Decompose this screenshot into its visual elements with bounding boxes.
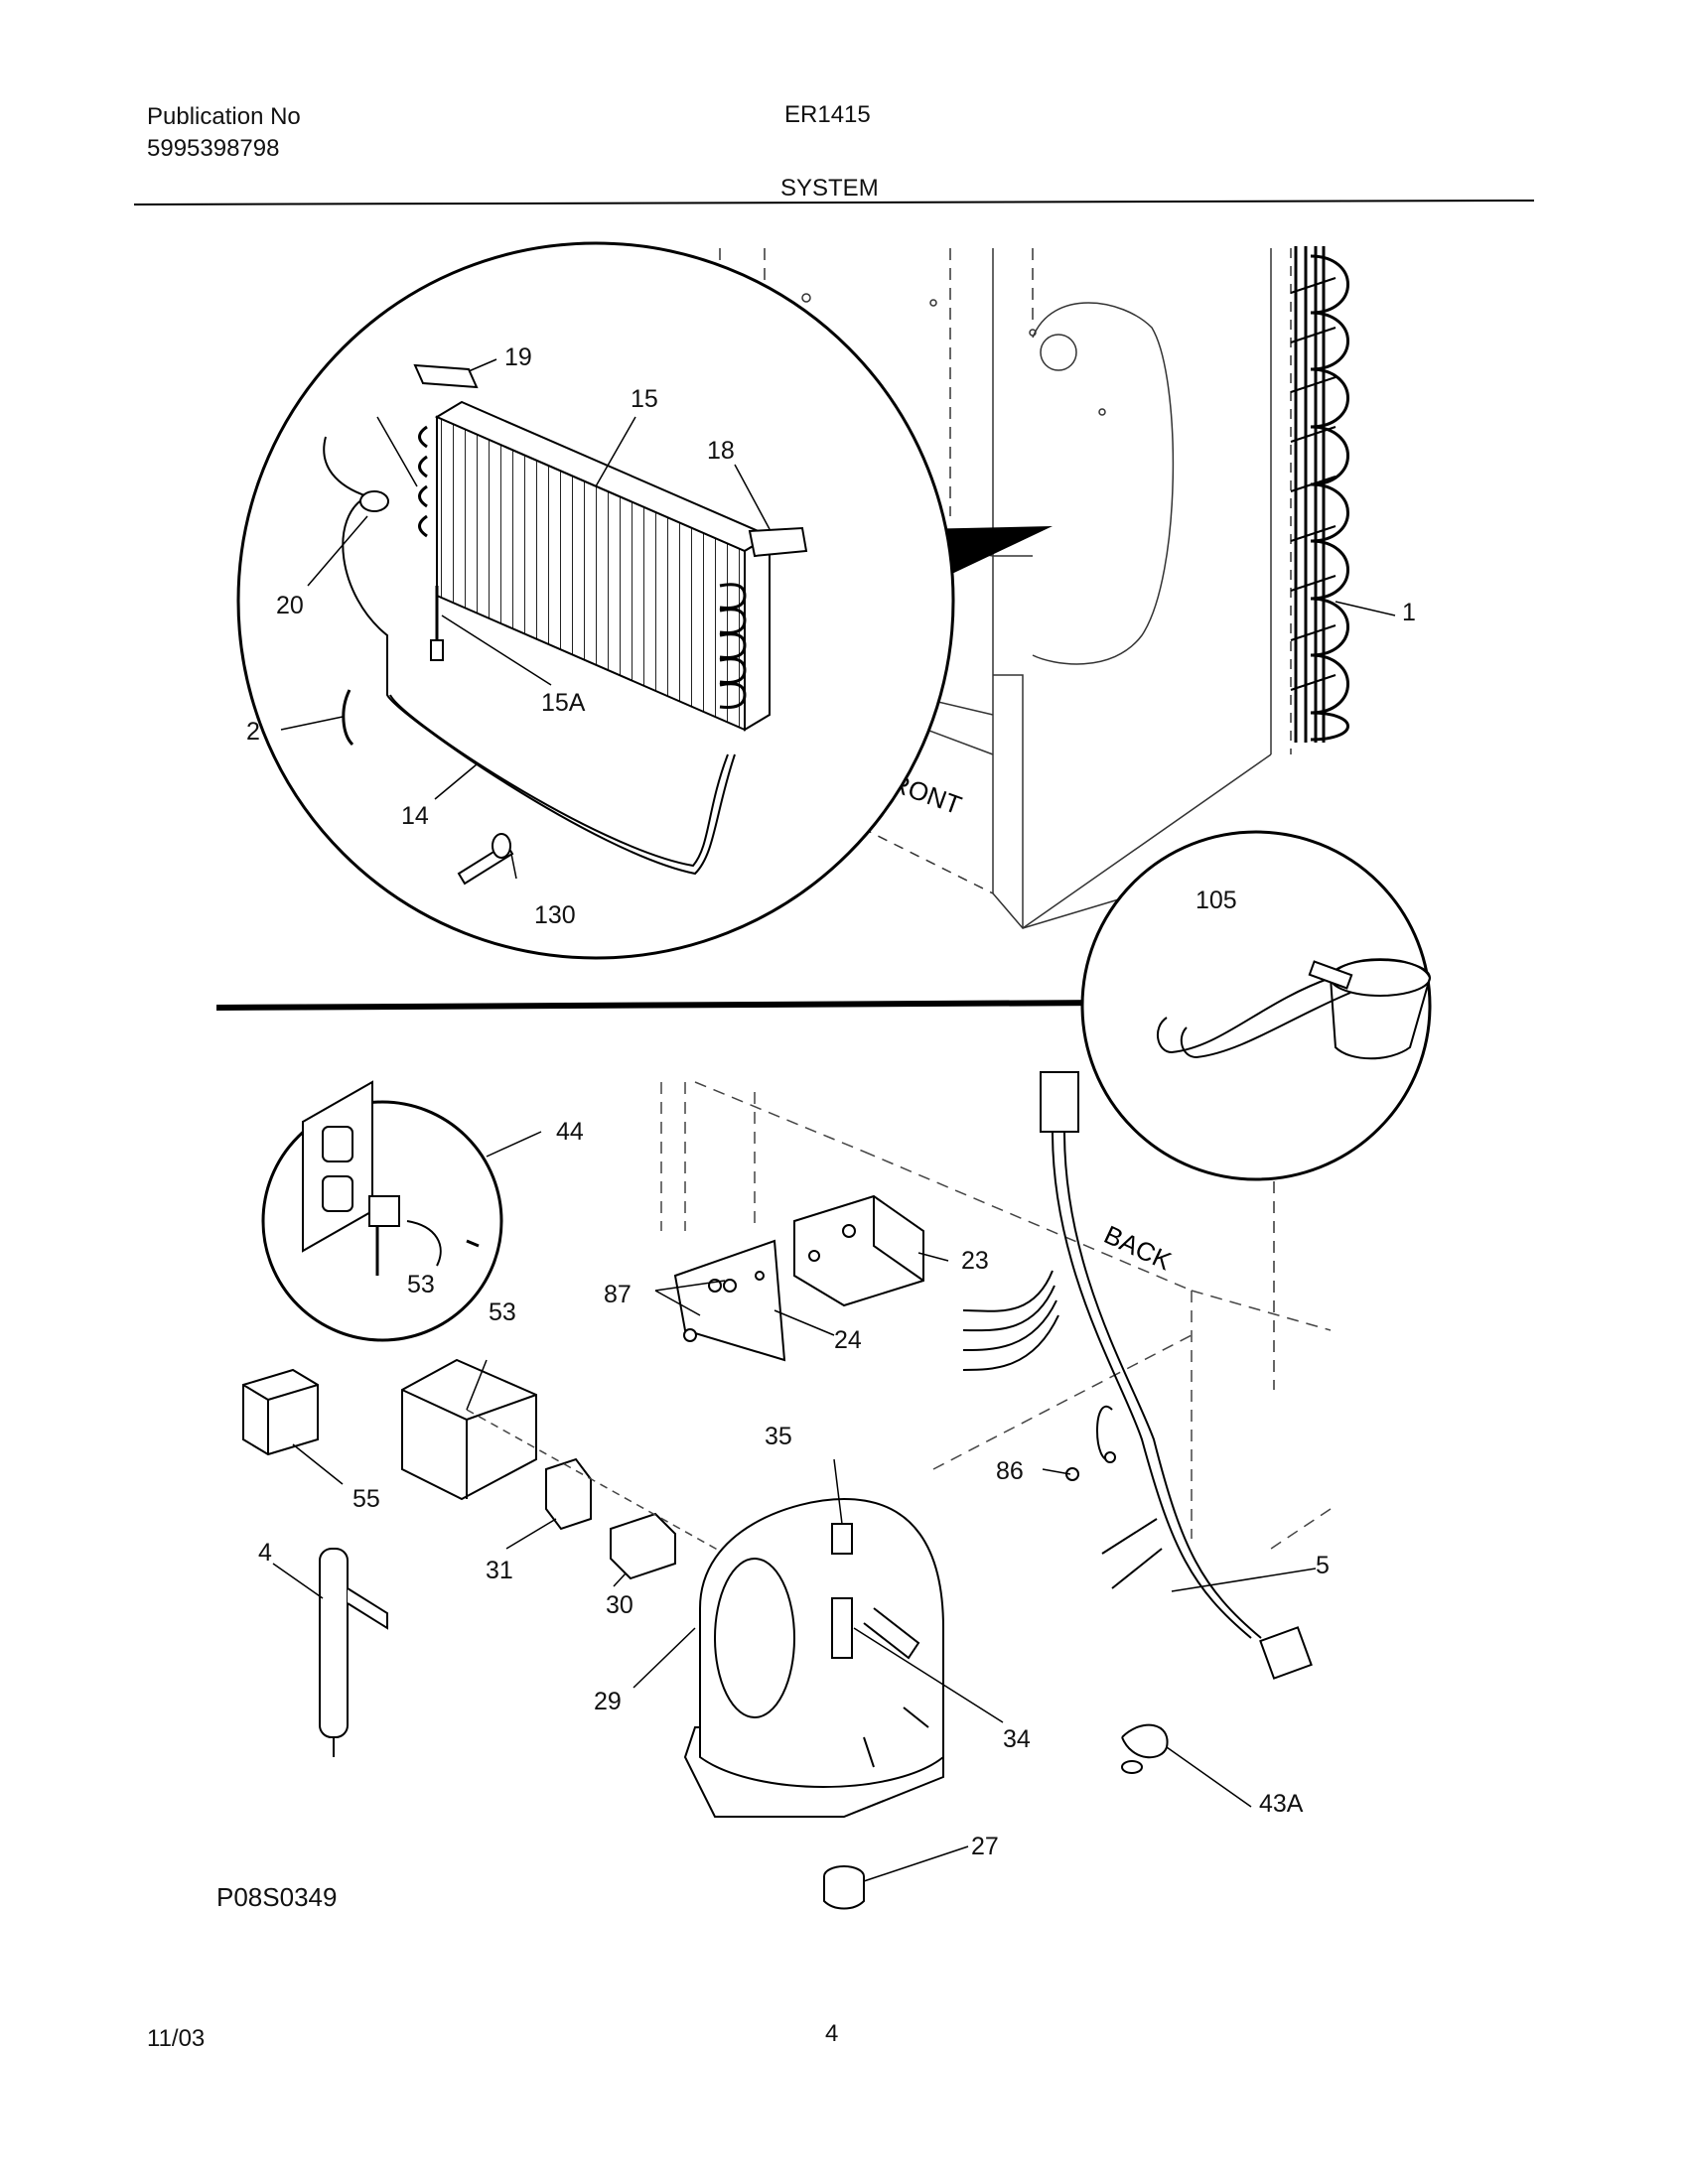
callout-labels: 19 15 18 20 15A 2 14 130 1 105 44 53 53 87 23 24 55 35 86 3… [246,343,1416,1860]
condenser-coil [1290,246,1349,743]
back-annotation: BACK [1099,1219,1176,1276]
callout-86[interactable]: 86 [996,1457,1024,1485]
part-2-clip [342,689,354,747]
callout-5[interactable]: 5 [1316,1552,1330,1579]
callout-105[interactable]: 105 [1196,887,1237,914]
callout-43A[interactable]: 43A [1259,1790,1304,1818]
timer-bracket [673,1239,786,1362]
clamp-43A [1121,1723,1169,1774]
drier-4 [319,1548,388,1757]
cabinet-back-outline [660,1081,1332,1550]
part-18-cover [748,526,808,558]
grommet-27 [823,1865,865,1910]
section-title: SYSTEM [780,175,879,202]
compressor-29 [683,1497,944,1818]
thermostat-bulb [359,490,389,512]
callout-15A[interactable]: 15A [541,689,586,717]
relay-55 [242,1368,319,1456]
callout-34[interactable]: 34 [1003,1725,1031,1753]
callout-30[interactable]: 30 [606,1591,633,1619]
callout-55[interactable]: 55 [352,1485,380,1513]
footer-page-number: 4 [825,2020,839,2047]
callout-29[interactable]: 29 [594,1688,622,1715]
callout-130[interactable]: 130 [534,901,576,929]
callout-44[interactable]: 44 [556,1118,584,1146]
callout-31[interactable]: 31 [486,1557,513,1584]
callout-87[interactable]: 87 [604,1281,632,1308]
leader-lines [272,358,1396,1882]
callout-20[interactable]: 20 [276,592,304,619]
callout-23[interactable]: 23 [961,1247,989,1275]
section-divider [215,1000,1111,1011]
callout-2[interactable]: 2 [246,718,260,746]
part-105-heater-pan [1157,958,1432,1060]
overload-31 [545,1457,592,1531]
part-130-pin [457,833,514,886]
part-19-cover [413,363,479,389]
callout-27[interactable]: 27 [971,1833,999,1860]
callout-18[interactable]: 18 [707,437,735,465]
callout-53b[interactable]: 53 [489,1298,516,1326]
footer-date: 11/03 [147,2025,206,2052]
relay-30 [610,1512,676,1580]
wall-outlet [302,1080,480,1276]
model-number: ER1415 [784,101,871,128]
callout-19[interactable]: 19 [504,343,532,371]
callout-35[interactable]: 35 [765,1423,792,1450]
drawing-id: P08S0349 [216,1882,338,1912]
callout-24[interactable]: 24 [834,1326,862,1354]
publication-number: 5995398798 [147,135,280,162]
relay-cover-53 [401,1358,537,1501]
evaporator-assembly [323,363,808,886]
part-105-detail-circle [1080,830,1432,1181]
callout-14[interactable]: 14 [401,802,429,830]
callout-15[interactable]: 15 [631,385,658,413]
screw-87 [683,1279,737,1342]
ground-screw-86 [1065,1451,1116,1481]
defrost-timer [793,1194,924,1307]
header-rule [133,200,1535,205]
callout-4[interactable]: 4 [258,1539,272,1567]
publication-label: Publication No [147,103,301,130]
callout-53a[interactable]: 53 [407,1271,435,1298]
callout-1[interactable]: 1 [1402,599,1416,626]
